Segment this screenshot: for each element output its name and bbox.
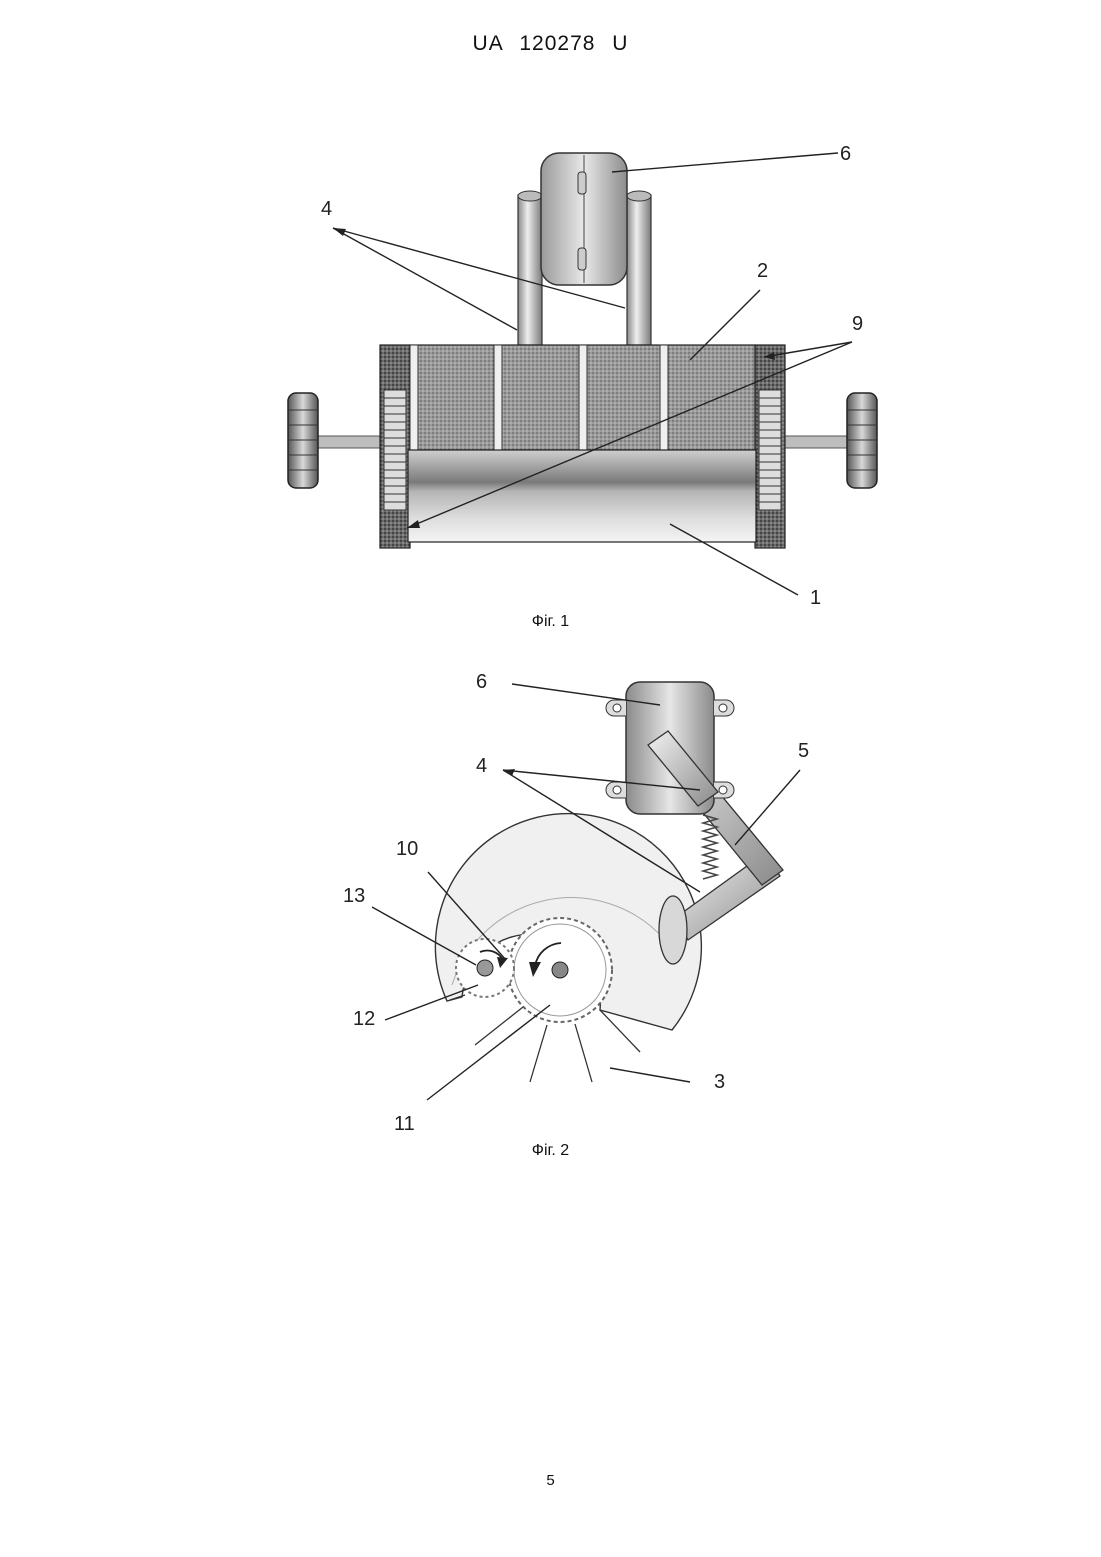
label-11: 11: [394, 1113, 415, 1135]
label-9: 9: [852, 313, 863, 335]
label-13: 13: [343, 885, 365, 907]
support-post-left: [518, 195, 542, 345]
page-number: 5: [0, 1472, 1101, 1489]
label-3: 3: [714, 1071, 725, 1093]
label-6: 6: [476, 671, 487, 693]
patent-number-header: UA 120278 U: [0, 32, 1101, 56]
label-4: 4: [476, 755, 487, 777]
label-12: 12: [353, 1008, 375, 1030]
figure-1-caption: Фіг. 1: [0, 613, 1101, 631]
gear-large-axle: [552, 962, 568, 978]
pivot-mount: [659, 896, 687, 964]
support-post-right: [627, 195, 651, 345]
figure-2-drawing: 6 4 5 10 13 12 11 3: [0, 660, 1101, 1140]
label-1: 1: [810, 587, 821, 609]
label-10: 10: [396, 838, 418, 860]
label-5: 5: [798, 740, 809, 762]
label-6: 6: [840, 143, 851, 165]
figure-2-caption: Фіг. 2: [0, 1142, 1101, 1160]
label-4: 4: [321, 198, 332, 220]
label-2: 2: [757, 260, 768, 282]
roller: [408, 450, 756, 542]
figure-1-drawing: 6 4 2 9 1: [0, 130, 1101, 610]
gear-small-axle: [477, 960, 493, 976]
